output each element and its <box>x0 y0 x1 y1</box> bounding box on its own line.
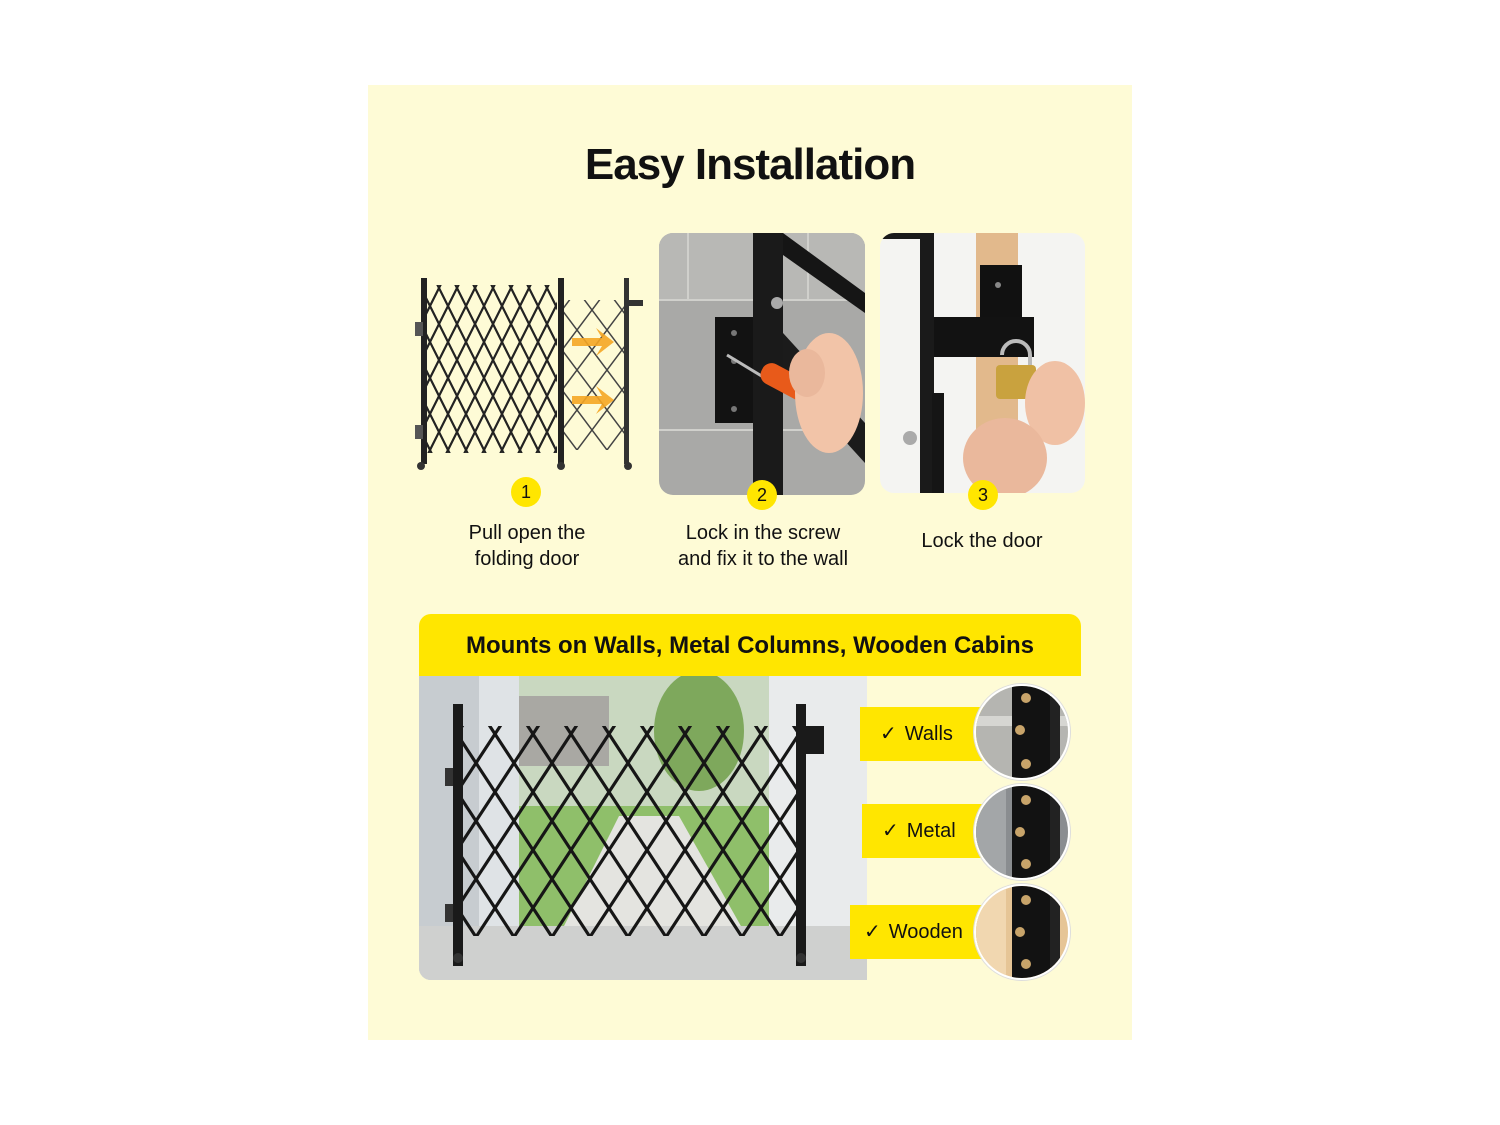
step-1-caption: Pull open the folding door <box>420 520 634 572</box>
mount-label-walls: Walls <box>904 723 953 745</box>
wall-mount-closeup <box>974 684 1070 780</box>
page-title: Easy Installation <box>584 140 916 189</box>
step-2-caption-line1: Lock in the screw <box>685 522 841 544</box>
padlock-photo <box>880 233 1085 493</box>
step-1-caption-line2: folding door <box>474 548 580 570</box>
folding-gate-diagram <box>412 270 650 475</box>
check-icon: ✓ <box>880 723 897 745</box>
mount-label-wooden: Wooden <box>888 921 963 943</box>
step-3-caption-line1: Lock the door <box>921 530 1043 552</box>
step-number-1: 1 <box>511 477 541 507</box>
wooden-mount-closeup <box>974 884 1070 980</box>
step-1-caption-line1: Pull open the <box>468 522 586 544</box>
mount-label-metal: Metal <box>906 820 956 842</box>
check-icon: ✓ <box>882 820 899 842</box>
gate-installed-photo <box>419 676 867 980</box>
step-number-3: 3 <box>968 480 998 510</box>
step-2-caption-line2: and fix it to the wall <box>677 548 849 570</box>
check-icon: ✓ <box>864 921 881 943</box>
step-2-caption: Lock in the screw and fix it to the wall <box>652 520 874 572</box>
mount-tag-wooden: ✓ Wooden <box>850 905 994 959</box>
metal-mount-closeup <box>974 784 1070 880</box>
screwdriver-photo <box>659 233 865 495</box>
step-3-caption: Lock the door <box>880 528 1084 554</box>
step-number-2: 2 <box>747 480 777 510</box>
mounts-banner: Mounts on Walls, Metal Columns, Wooden C… <box>419 614 1081 676</box>
